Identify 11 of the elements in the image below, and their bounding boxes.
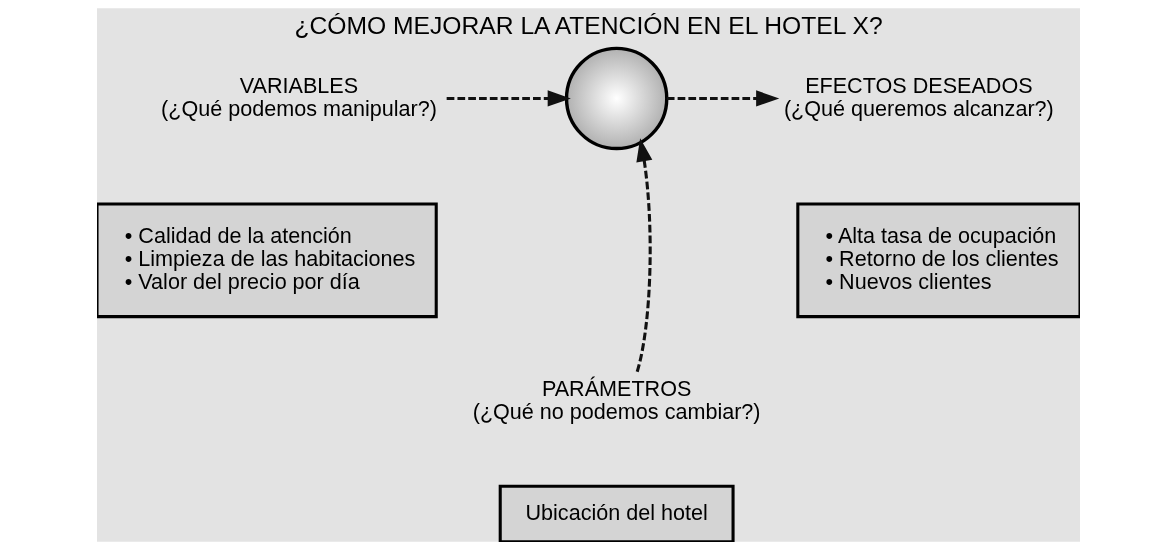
- diagram-title: ¿CÓMO MEJORAR LA ATENCIÓN EN EL HOTEL X?: [293, 12, 883, 40]
- node-box: • Calidad de la atención • Limpieza de las habitaciones • Valor del precio por día: [96, 202, 438, 319]
- node-box: Ubicación del hotel: [498, 484, 735, 542]
- node-text: VARIABLES (¿Qué podemos manipular?): [160, 72, 437, 121]
- node-box: • Alta tasa de ocupación • Retorno de los clientes • Nuevos clientes: [795, 202, 1080, 319]
- node-text: EFECTOS DESEADOS (¿Qué queremos alcanzar?): [783, 72, 1054, 121]
- arrow: [666, 90, 779, 107]
- arrow: [635, 138, 652, 373]
- node-circle: [564, 46, 668, 151]
- node-text: PARÁMETROS (¿Qué no podemos cambiar?): [472, 375, 761, 424]
- arrow: [446, 90, 571, 107]
